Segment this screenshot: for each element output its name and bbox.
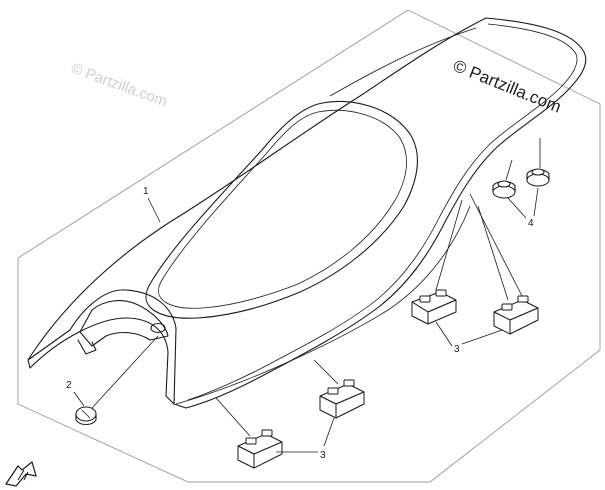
- seat-dip-contour: [145, 101, 418, 319]
- rubber-block-upper-right: [493, 295, 539, 335]
- assembly-boundary: [17, 9, 601, 483]
- partzilla-watermark: © Partzilla.com: [451, 56, 564, 117]
- seat-front-lip: [27, 317, 175, 405]
- seat-assembly: [27, 17, 587, 409]
- callout-3-upper-leader-b: [461, 329, 503, 345]
- rubber-block-upper-left: [411, 289, 457, 325]
- callout-2: 2: [66, 380, 72, 391]
- callout-3-lower-leader-b: [323, 417, 335, 447]
- seat-latch-hook: [77, 339, 97, 355]
- plug-assembly-line: [91, 335, 159, 409]
- callout-3-lower: 3: [320, 450, 326, 461]
- callout-4-leader-b: [533, 187, 539, 217]
- callout-1: 1: [143, 186, 149, 197]
- seat-rear-pad-edge: [329, 27, 477, 97]
- rubber-block-lower-right: [319, 379, 365, 419]
- damper-left: [492, 180, 516, 199]
- damper-left-leader: [505, 159, 513, 181]
- seat-side-skirt: [175, 205, 471, 405]
- callout-4-leader-a: [507, 197, 527, 219]
- block-assembly-line-1: [435, 199, 463, 291]
- block-assembly-line-2: [469, 193, 523, 297]
- damper-right: [526, 168, 550, 187]
- faint-watermark: © Partzilla.com: [69, 60, 170, 111]
- seat-dip-inner: [158, 109, 407, 309]
- callout-4: 4: [528, 218, 534, 229]
- rubber-block-lower-left: [237, 429, 283, 469]
- rubber-plug-part: [75, 406, 97, 426]
- front-arrow-icon: [5, 460, 37, 487]
- callout-3-upper-leader-a: [435, 321, 453, 347]
- seat-mount-hole: [150, 322, 166, 334]
- callout-3-upper: 3: [454, 344, 460, 355]
- seat-edge-line: [187, 23, 578, 401]
- block-assembly-line-5: [313, 359, 339, 385]
- seat-underside-recess: [79, 300, 169, 347]
- callout-2-leader: [73, 391, 85, 407]
- callout-1-leader: [147, 197, 161, 223]
- block-assembly-line-3: [477, 205, 509, 301]
- block-assembly-line-4: [215, 397, 251, 437]
- seat-outer-outline: [27, 17, 587, 409]
